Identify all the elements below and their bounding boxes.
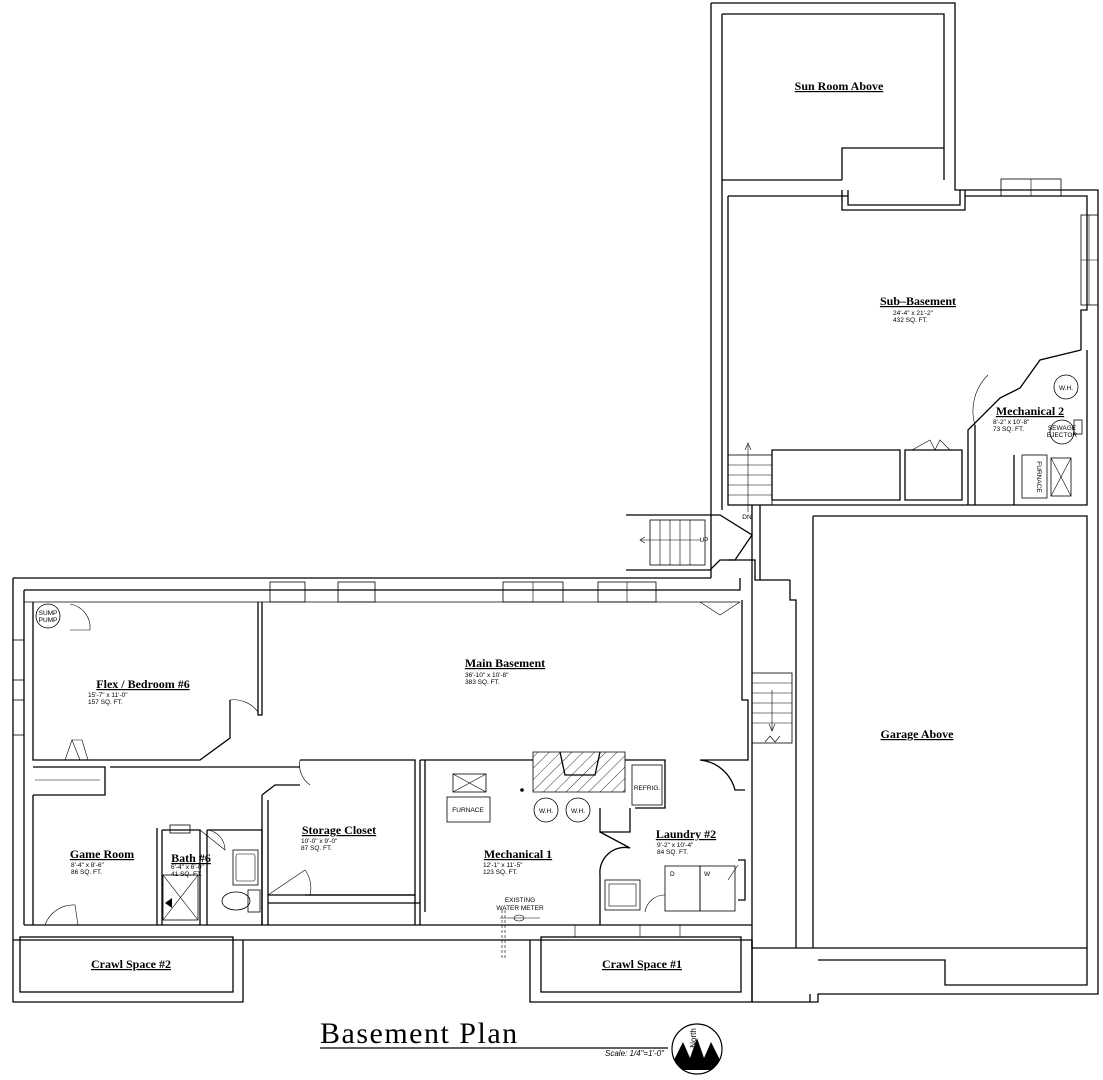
stair-up-label: UP: [699, 537, 708, 544]
room-area-mechanical-1: 123 SQ. FT.: [483, 869, 518, 876]
sump-pump-label-2: PUMP: [39, 617, 58, 624]
room-dims-sub-basement: 24'-4" x 21'-2": [893, 310, 934, 317]
room-dims-mechanical-2: 8'-2" x 10'-8": [993, 419, 1030, 426]
north-arrow-icon: North: [671, 1023, 723, 1075]
plan-title: Basement Plan: [320, 1017, 519, 1050]
room-name-crawl-2: Crawl Space #2: [91, 957, 171, 971]
room-area-game-room: 86 SQ. FT.: [71, 869, 102, 876]
mechanical-2-fixtures: [1021, 374, 1083, 499]
room-name-game-room: Game Room: [70, 847, 134, 861]
room-name-main-basement: Main Basement: [465, 656, 545, 670]
room-name-mechanical-1: Mechanical 1: [484, 847, 552, 861]
east-wing-walls: [710, 2, 1099, 1003]
sewage-ejector-label-2: EJECTOR: [1047, 432, 1078, 439]
room-name-bath-6: Bath #6: [171, 851, 211, 865]
north-label: North: [689, 1028, 698, 1048]
room-dims-game-room: 8'-4" x 8'-6": [71, 862, 104, 869]
room-area-mechanical-2: 73 SQ. FT.: [993, 426, 1024, 433]
water-heater-label-2: W.H.: [1059, 385, 1073, 392]
stair-side: [751, 672, 793, 744]
dryer-label: D: [670, 871, 675, 878]
room-dims-main-basement: 36'-10" x 10'-8": [465, 672, 509, 679]
room-area-laundry-2: 84 SQ. FT.: [657, 849, 688, 856]
room-area-main-basement: 383 SQ. FT.: [465, 679, 500, 686]
game-room-bath-walls: [32, 795, 263, 926]
room-dims-flex-bedroom: 15'-7" x 11'-0": [88, 692, 128, 699]
room-area-sub-basement: 432 SQ. FT.: [893, 317, 928, 324]
water-heater-label-1b: W.H.: [571, 808, 585, 815]
washer-label: W: [704, 871, 711, 878]
room-name-mechanical-2: Mechanical 2: [996, 404, 1064, 418]
room-name-garage: Garage Above: [881, 727, 955, 741]
sump-pump-icon: SUMP PUMP: [35, 603, 61, 629]
room-name-storage-closet: Storage Closet: [302, 823, 376, 837]
water-meter-label-1: EXISTING: [505, 897, 535, 904]
sump-pump-label-1: SUMP: [39, 610, 58, 617]
room-area-storage-closet: 87 SQ. FT.: [301, 845, 332, 852]
sewage-ejector-label-1: SEWAGE: [1048, 425, 1077, 432]
mechanical-laundry-walls: [419, 751, 746, 960]
refrigerator-label: REFRIG.: [634, 785, 661, 792]
west-wing-walls: [12, 577, 811, 1003]
furnace-label-2: FURNACE: [1035, 461, 1042, 493]
stair-down: [727, 442, 773, 512]
storage-closet-walls: [261, 759, 420, 925]
room-name-sun-room: Sun Room Above: [795, 79, 884, 93]
room-area-flex-bedroom: 157 SQ. FT.: [88, 699, 123, 706]
room-dims-bath-6: 6'-4" x 6'-0": [171, 864, 204, 871]
room-name-crawl-1: Crawl Space #1: [602, 957, 682, 971]
water-heater-label-1a: W.H.: [539, 808, 553, 815]
room-dims-laundry-2: 9'-2" x 10'-4": [657, 842, 694, 849]
room-name-flex-bedroom: Flex / Bedroom #6: [96, 677, 189, 691]
plan-scale: Scale: 1/4"=1'-0": [605, 1049, 665, 1058]
room-dims-mechanical-1: 12'-1" x 11'-5": [483, 862, 523, 869]
stair-up: [626, 514, 753, 571]
room-dims-storage-closet: 10'-0" x 9'-0": [301, 838, 338, 845]
furnace-label-1: FURNACE: [452, 807, 484, 814]
room-name-laundry-2: Laundry #2: [656, 827, 716, 841]
room-area-bath-6: 41 SQ. FT.: [171, 871, 202, 878]
room-name-sub-basement: Sub–Basement: [880, 294, 956, 308]
water-meter-label-2: WATER METER: [496, 905, 544, 912]
stair-down-label: DN: [742, 514, 752, 521]
